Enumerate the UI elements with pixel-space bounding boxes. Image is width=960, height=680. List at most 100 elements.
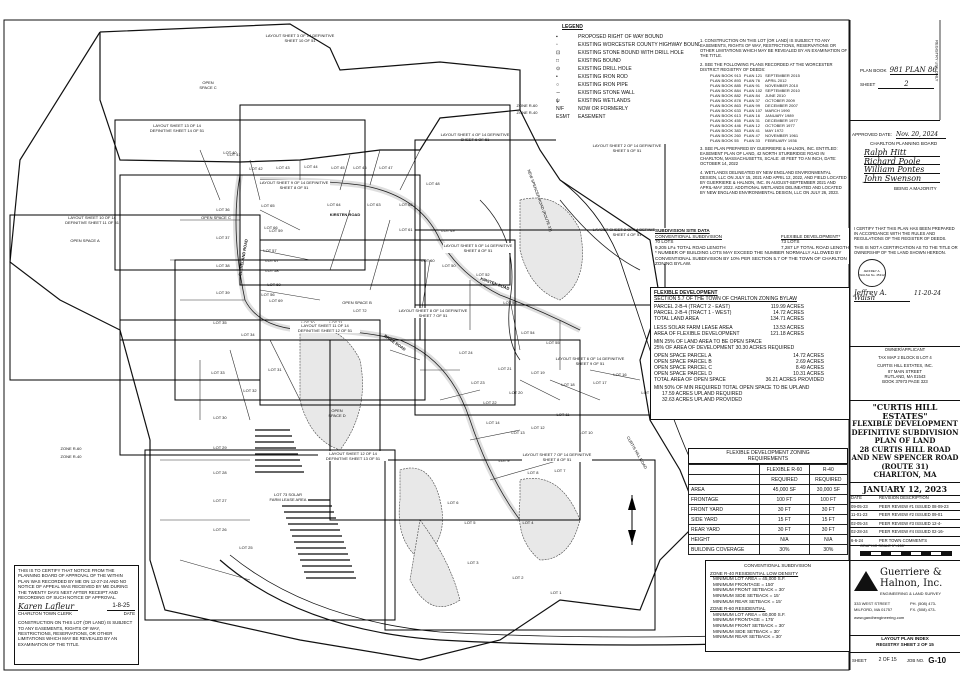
project-line: FLEXIBLE DEVELOPMENT	[852, 419, 958, 428]
firm-phone: PH. (508) 473-	[910, 601, 937, 606]
layout-sheet-label: LAYOUT SHEET 6 OF 14 DEFINITIVE SHEET 9 …	[555, 356, 625, 366]
zoning-cell: AREA	[687, 484, 761, 495]
lot-label: LOT 65	[261, 203, 275, 208]
flex-dev-panel: FLEXIBLE DEVELOPMENT SECTION 5.7 OF THE …	[650, 287, 850, 420]
conv-length: 9,205 LF± TOTAL ROAD LENGTH	[655, 244, 726, 250]
zoning-col-header: R-40	[808, 464, 849, 475]
lot-label: LOT 58	[265, 268, 279, 273]
sheet-title-box: LAYOUT PLAN INDEX REGISTRY SHEET 2 OF 15	[850, 636, 960, 650]
legend-abbrev: ESMT	[556, 114, 570, 120]
lot-label: LOT 68	[267, 282, 281, 287]
site-data-panel: SUBDIVISION SITE DATA CONVENTIONAL SUBDI…	[655, 228, 849, 266]
plan-cell: PLAN 31	[743, 118, 760, 123]
solar-lease-label: LOT 73 SOLAR FARM LEASE AREA	[268, 492, 308, 502]
open-space-c-label: OPEN SPACE C	[199, 80, 217, 90]
firm-box: Guerriere & Halnon, Inc. ENGINEERING & L…	[850, 560, 960, 636]
lot-label: LOT 3	[467, 560, 479, 565]
legend-symbol-icon: •	[556, 74, 558, 80]
open-space-label: OPEN SPACE PARCEL B	[654, 359, 712, 365]
r40-item: MINIMUM FRONT SETBACK = 30'	[713, 587, 785, 593]
legend-item: EXISTING IRON PIPE	[578, 82, 629, 88]
notes: 1. CONSTRUCTION ON THIS LOT (OR LAND) IS…	[700, 38, 848, 228]
zoning-cell: 15 FT	[759, 514, 810, 525]
zoning-cell: 30 FT	[808, 524, 849, 535]
sheet-title: LAYOUT PLAN INDEX	[881, 636, 929, 641]
owner-box: OWNER/APPLICANT TAX MAP 2 BLOCK B LOT 4 …	[850, 346, 960, 397]
plan-cell: PLAN BOOK 913	[710, 73, 741, 78]
lot-label: LOT 12	[531, 425, 545, 430]
lot-label: LOT 1	[550, 590, 562, 595]
plan-cell: PLAN 37	[743, 98, 760, 103]
lot-label: LOT 7	[554, 468, 566, 473]
owner-label: OWNER/APPLICANT	[884, 347, 926, 352]
flex-row-label: LESS SOLAR FARM LEASE AREA	[654, 325, 733, 331]
legend-item: EASEMENT	[578, 114, 606, 120]
plan-cell: NOVEMBER 2010	[765, 83, 799, 88]
flex-upland-req: 17.59 ACRES UPLAND REQUIRED	[662, 391, 743, 397]
firm-website: www.gandhengineering.com	[854, 615, 905, 620]
majority-label: BEING A MAJORITY	[894, 185, 937, 191]
legend-symbol-icon: ψ	[556, 98, 560, 104]
open-space-label: OPEN SPACE PARCEL A	[654, 353, 712, 359]
revision-date: 09-05-23	[850, 502, 878, 512]
zoning-cell: N/A	[808, 534, 849, 545]
layout-sheet-label: LAYOUT SHEET 13 OF 14 DEFINITIVE SHEET 1…	[149, 123, 205, 133]
lot-label: LOT 40	[223, 150, 237, 155]
lot-label: LOT 4	[522, 520, 534, 525]
r40-list: MINIMUM LOT AREA = 45,000 S.F.MINIMUM FR…	[710, 576, 845, 604]
lot-label: LOT 14	[486, 420, 500, 425]
legend-symbol-icon: ○	[556, 82, 560, 88]
layout-sheet-label: LAYOUT SHEET 12 OF 14 DEFINITIVE SHEET 1…	[318, 451, 388, 461]
r60-item: MINIMUM FRONTAGE = 175'	[713, 617, 774, 623]
engineer-signature: Jeffrey A. Walsh	[854, 289, 910, 303]
project-name: "CURTIS HILL ESTATES"	[872, 402, 938, 421]
legend-item: PROPOSED RIGHT OF WAY BOUND	[578, 34, 664, 40]
layout-sheet-label: LAYOUT SHEET 7 OF 14 DEFINITIVE SHEET 8 …	[522, 452, 592, 462]
flex-row: PARCEL 2-B-4 (TRACT 2 - EAST)119.99 ACRE…	[654, 304, 804, 310]
rev-col-date: DATE	[850, 494, 878, 503]
zoning-title: FLEXIBLE DEVELOPMENT ZONING REQUIREMENTS	[688, 448, 848, 464]
lot-label: LOT 6	[447, 500, 459, 505]
note-3: 3. SEE PLAN PREPARED BY GUERRIERE & HALN…	[700, 146, 838, 166]
plan-cell: PLAN BOOK 878	[710, 98, 741, 103]
lot-label: LOT 50	[442, 263, 456, 268]
lot-label: LOT 21	[498, 366, 512, 371]
job-no: G-10	[928, 656, 947, 666]
flex-length: 7,287 LF TOTAL ROAD LENGTH	[781, 244, 849, 250]
lot-label: LOT 53	[503, 300, 517, 305]
clerk-title: CHARLTON TOWN CLERK	[18, 610, 73, 616]
plan-cell: FEBRUARY 1936	[765, 138, 797, 143]
project-line: AND NEW SPENCER ROAD	[851, 453, 959, 462]
lot-label: LOT 49	[441, 228, 455, 233]
zoning-cell: N/A	[759, 534, 810, 545]
lot-label: LOT 70	[300, 320, 316, 325]
lot-label: LOT 42	[249, 166, 263, 171]
plan-cell: PLAN 91	[743, 83, 760, 88]
lot-label: LOT 33	[211, 370, 225, 375]
plan-cell: DECEMBER 2007	[765, 103, 798, 108]
r40-title: ZONE R-40 RESIDENTIAL LOW DENSITY	[710, 570, 799, 576]
flex-row-value: 119.99 ACRES	[770, 304, 804, 310]
lot-label: LOT 32	[243, 388, 257, 393]
lot-label: LOT 37	[216, 235, 230, 240]
lot-label: LOT 13	[511, 430, 525, 435]
plan-cell: PLAN BOOK 455	[710, 118, 741, 123]
flex-upland-prov: 32.63 ACRES UPLAND PROVIDED	[662, 397, 743, 403]
lot-label: LOT 41	[227, 152, 241, 157]
plan-cell: PLAN 12	[743, 123, 760, 128]
legend-symbol-icon: ▫	[556, 42, 558, 48]
